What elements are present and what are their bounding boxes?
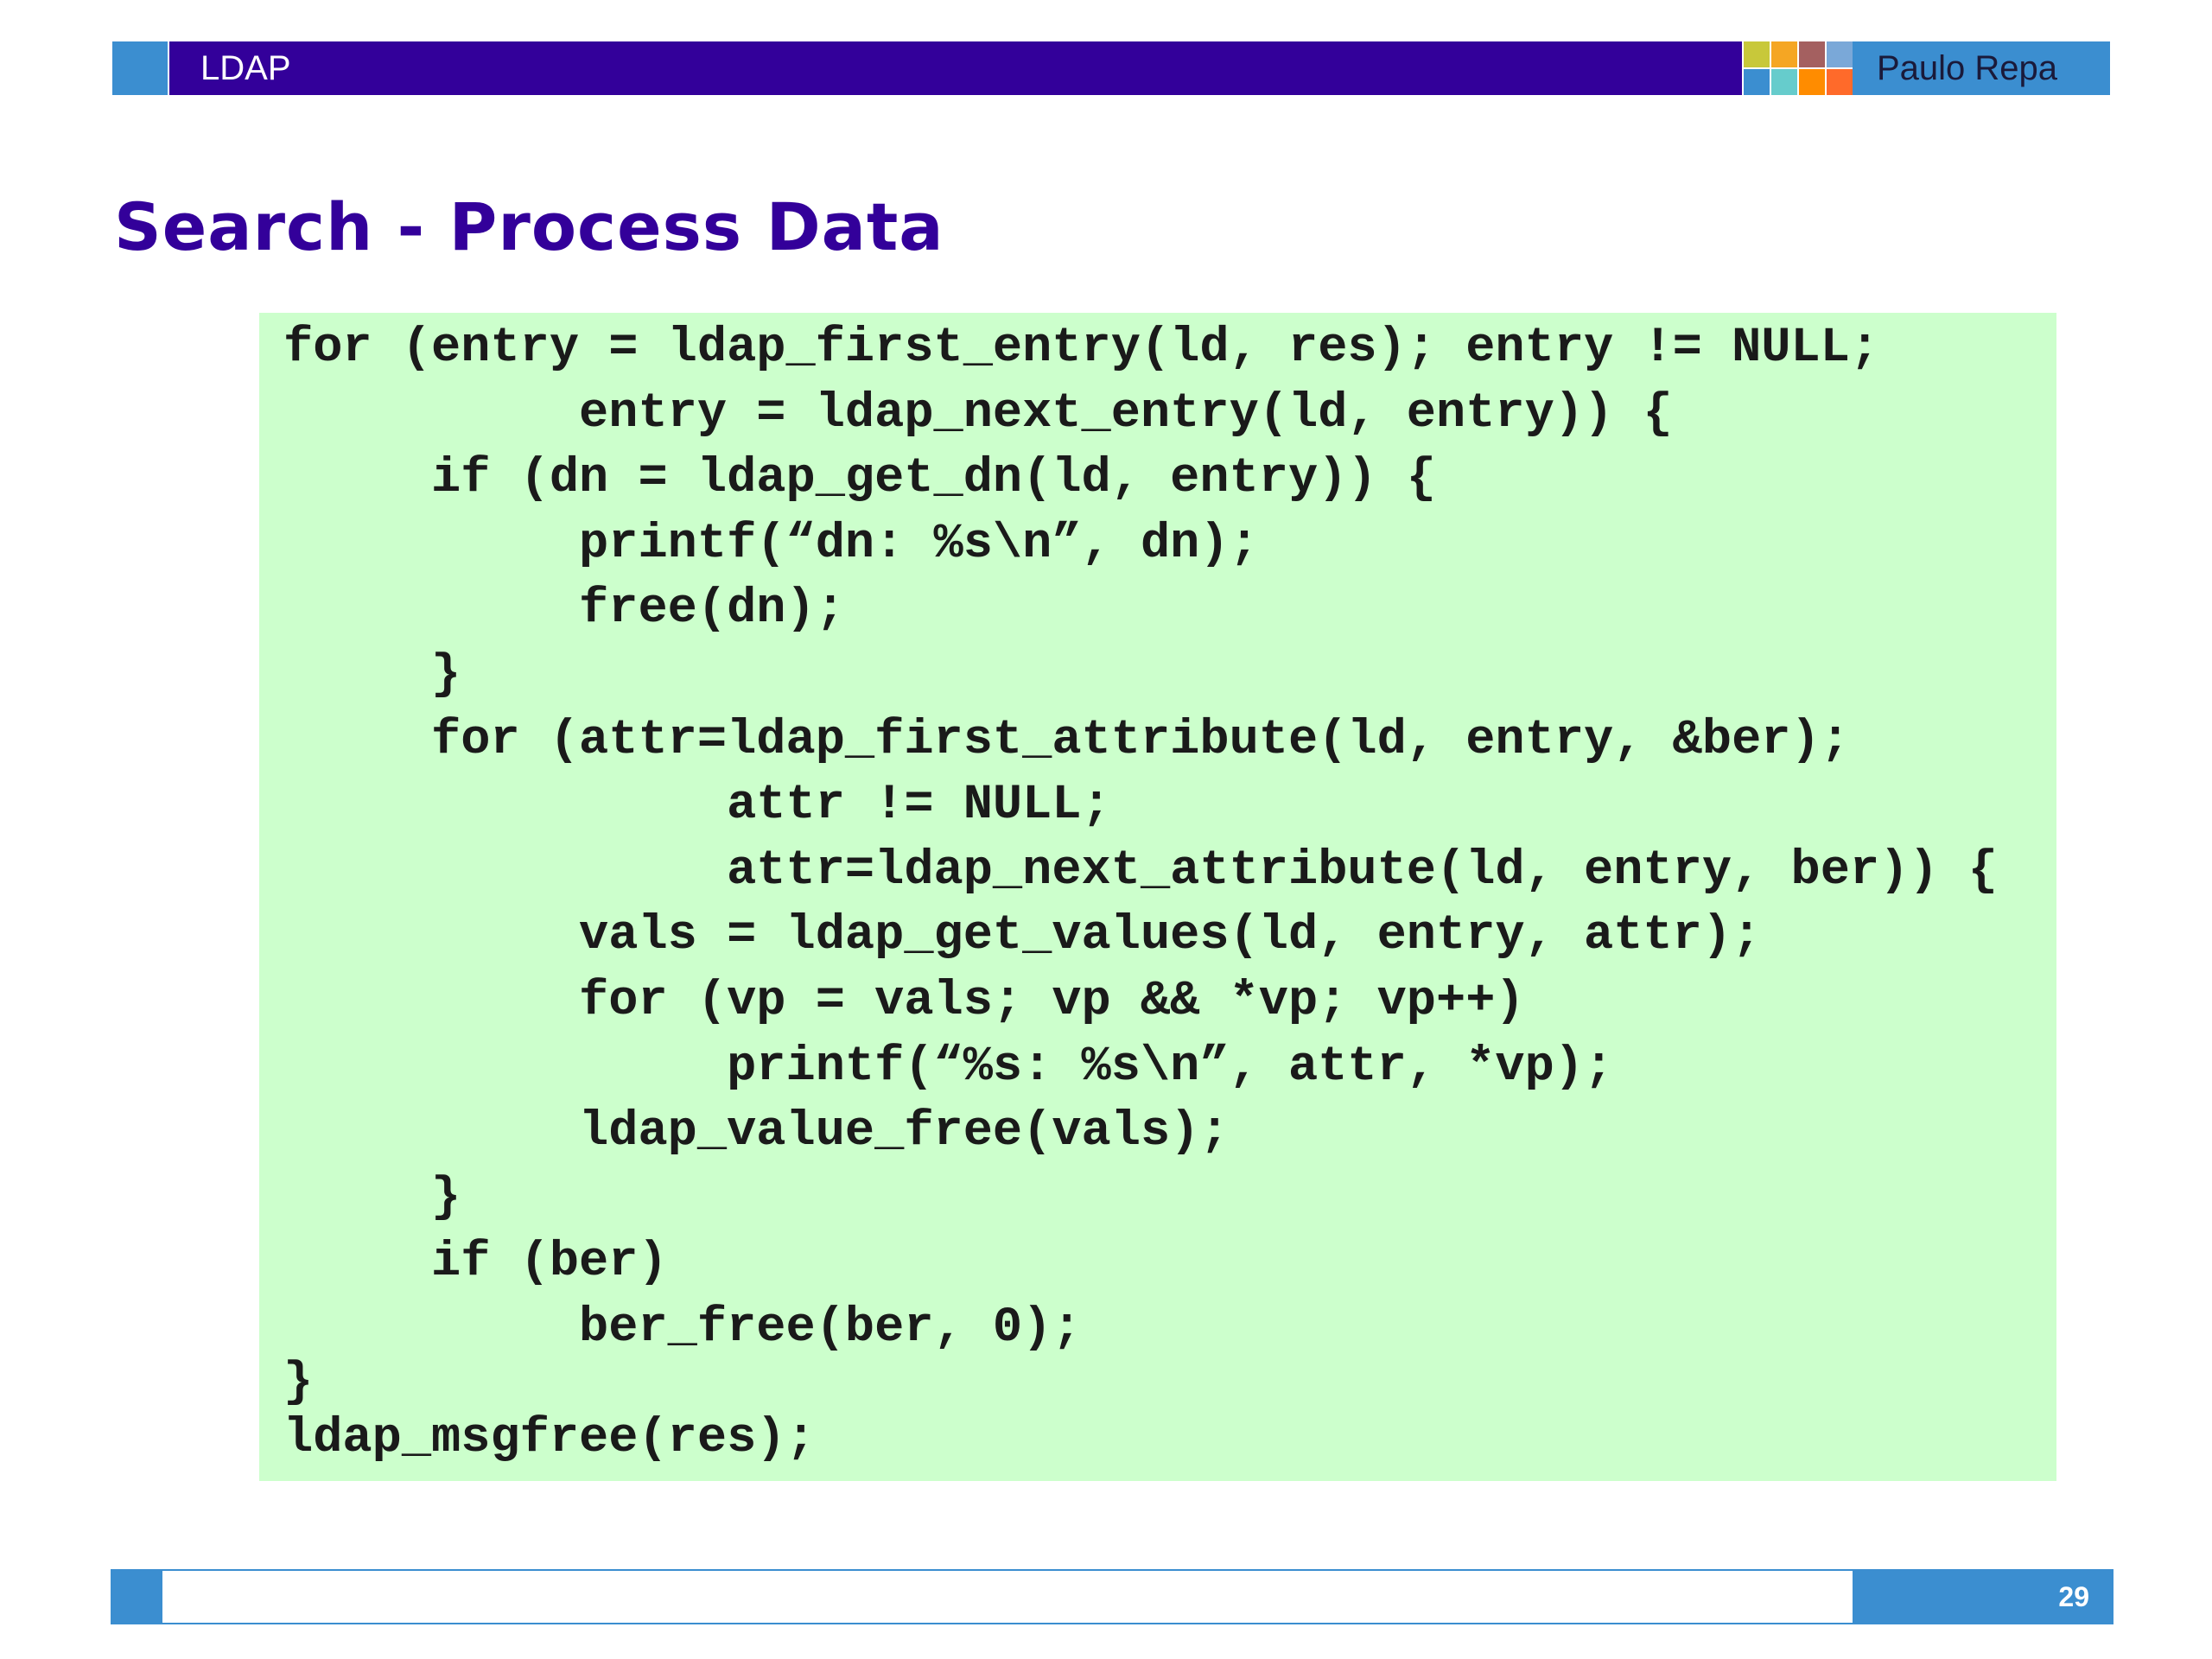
code-line: }	[283, 1170, 461, 1225]
color-square	[1744, 41, 1770, 67]
code-line: ldap_value_free(vals);	[283, 1104, 1230, 1160]
header-color-squares	[1744, 41, 1853, 95]
header-author: Paulo Repa	[1877, 49, 2058, 87]
footer-accent-block	[111, 1569, 162, 1624]
code-line: vals = ldap_get_values(ld, entry, attr);	[283, 908, 1762, 963]
color-square	[1744, 69, 1770, 95]
code-line: entry = ldap_next_entry(ld, entry)) {	[283, 386, 1673, 442]
color-square	[1799, 69, 1825, 95]
code-block: for (entry = ldap_first_entry(ld, res); …	[259, 313, 2056, 1481]
header-label: LDAP	[200, 49, 291, 87]
footer-page-box: 29	[1853, 1569, 2113, 1624]
header-accent-block	[112, 41, 168, 95]
code-line: for (vp = vals; vp && *vp; vp++)	[283, 974, 1525, 1029]
code-line: free(dn);	[283, 582, 845, 637]
code-line: ber_free(ber, 0);	[283, 1300, 1082, 1356]
code-line: if (ber)	[283, 1235, 668, 1290]
code-line: }	[283, 1355, 314, 1410]
slide-title: Search - Process Data	[114, 188, 944, 265]
code-line: printf(“dn: %s\n”, dn);	[283, 517, 1259, 572]
footer-bar	[162, 1569, 1853, 1624]
color-square	[1799, 41, 1825, 67]
code-line: if (dn = ldap_get_dn(ld, entry)) {	[283, 451, 1437, 506]
code-line: }	[283, 647, 461, 702]
code-line: printf(“%s: %s\n”, attr, *vp);	[283, 1039, 1614, 1095]
header-bar: LDAP	[169, 41, 1742, 95]
color-square	[1827, 41, 1853, 67]
color-square	[1771, 69, 1797, 95]
code-line: attr != NULL;	[283, 778, 1111, 833]
code-line: attr=ldap_next_attribute(ld, entry, ber)…	[283, 843, 1998, 899]
color-square	[1771, 41, 1797, 67]
header-author-box: Paulo Repa	[1853, 41, 2110, 95]
color-square	[1827, 69, 1853, 95]
code-line: ldap_msgfree(res);	[283, 1411, 816, 1466]
code-line: for (entry = ldap_first_entry(ld, res); …	[283, 321, 1880, 376]
code-line: for (attr=ldap_first_attribute(ld, entry…	[283, 713, 1850, 768]
page-number: 29	[2058, 1581, 2089, 1612]
